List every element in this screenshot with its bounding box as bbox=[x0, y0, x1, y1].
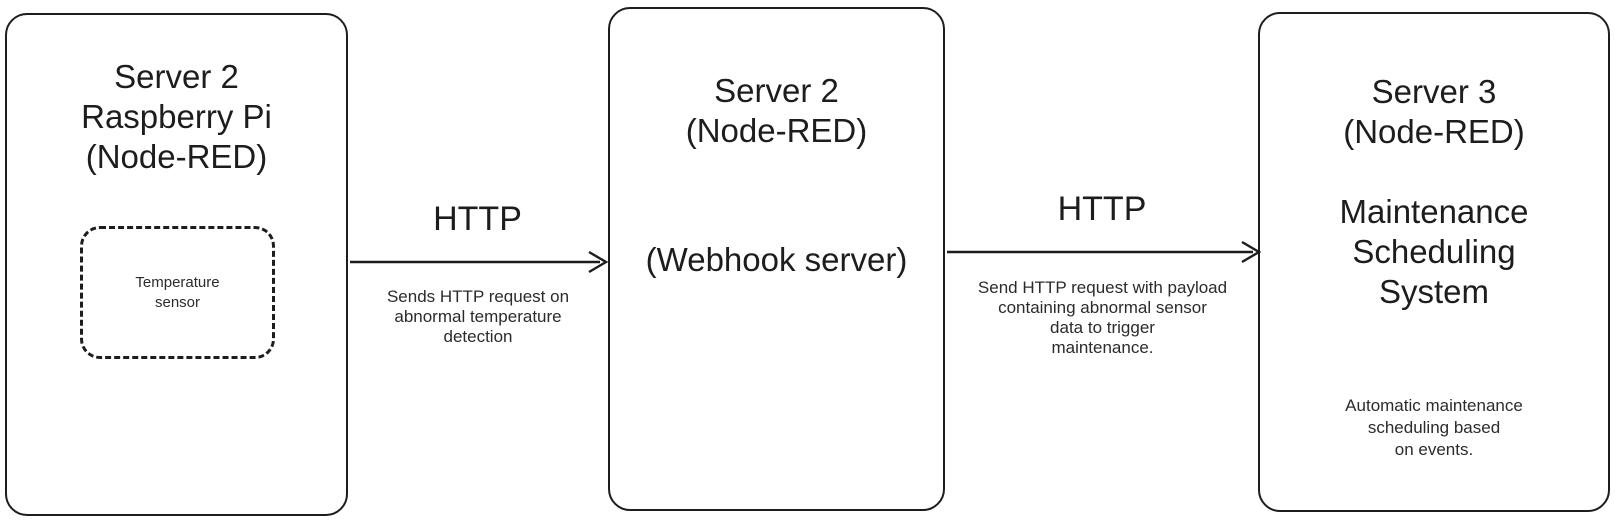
node-server3-maintenance[interactable]: Server 3 (Node-RED) Maintenance Scheduli… bbox=[1258, 12, 1610, 512]
edge-pi-to-webhook-arrowhead bbox=[588, 250, 609, 274]
node-server3-maintenance-title: Server 3 (Node-RED) bbox=[1343, 73, 1525, 150]
node-server2-webhook-subtitle: (Webhook server) bbox=[645, 241, 908, 278]
node-server2-raspberry-pi-title: Server 2 Raspberry Pi (Node-RED) bbox=[81, 58, 272, 175]
edge-pi-to-webhook-label: HTTP bbox=[433, 200, 522, 238]
node-temperature-sensor[interactable]: Temperature sensor bbox=[80, 226, 275, 359]
node-server2-webhook[interactable]: Server 2 (Node-RED) (Webhook server) bbox=[608, 7, 945, 511]
node-server2-raspberry-pi[interactable]: Server 2 Raspberry Pi (Node-RED) Tempera… bbox=[5, 13, 348, 516]
edge-pi-to-webhook-caption: Sends HTTP request on abnormal temperatu… bbox=[386, 287, 570, 346]
node-server2-webhook-title: Server 2 (Node-RED) bbox=[685, 72, 868, 149]
edge-pi-to-webhook-graphic bbox=[350, 250, 609, 274]
node-temperature-sensor-label: Temperature sensor bbox=[135, 273, 220, 311]
node-server3-maintenance-subtitle: Maintenance Scheduling System bbox=[1339, 193, 1529, 310]
edge-webhook-to-maintenance-label: HTTP bbox=[1057, 190, 1147, 228]
edge-webhook-to-maintenance-caption: Send HTTP request with payload containin… bbox=[977, 278, 1228, 357]
edge-webhook-to-maintenance-graphic bbox=[947, 240, 1262, 264]
edge-webhook-to-maintenance-arrowhead bbox=[1241, 240, 1262, 264]
node-server3-maintenance-note: Automatic maintenance scheduling based o… bbox=[1345, 396, 1523, 459]
